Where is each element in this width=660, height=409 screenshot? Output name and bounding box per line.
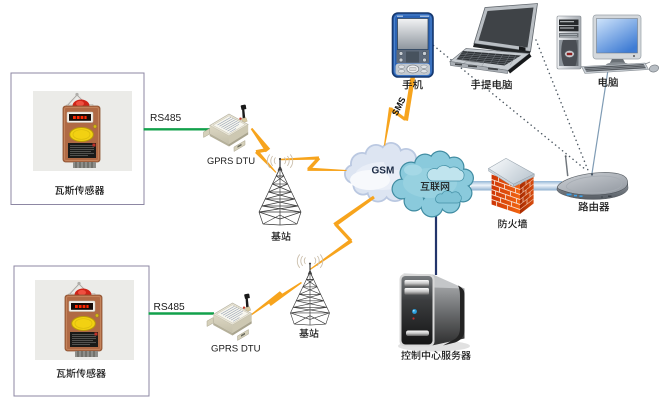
svg-text:GSM: GSM [372, 166, 395, 177]
svg-text:GPRS DTU: GPRS DTU [211, 344, 261, 355]
svg-text:RS485: RS485 [150, 113, 181, 124]
svg-text:RS485: RS485 [154, 302, 185, 313]
svg-text:GPRS DTU: GPRS DTU [207, 156, 255, 166]
